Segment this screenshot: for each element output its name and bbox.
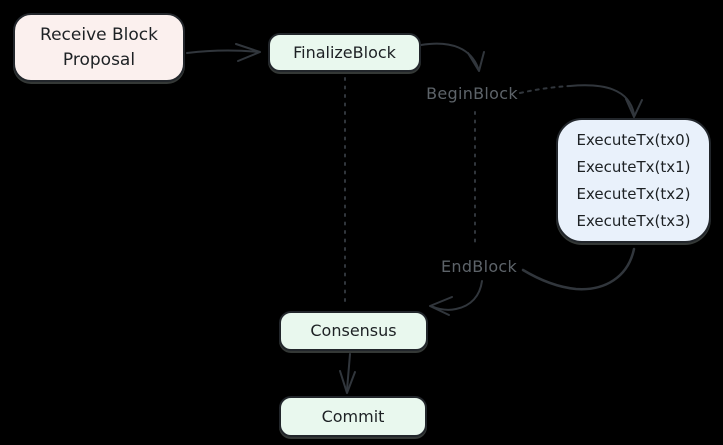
node-commit: Commit (279, 396, 427, 437)
node-label: Proposal (62, 49, 136, 70)
node-receive-block-proposal: Receive Block Proposal (13, 13, 185, 82)
arrow-endblock-to-consensus (430, 280, 483, 311)
node-consensus: Consensus (279, 311, 428, 351)
node-execute-txs: ExecuteTx(tx0) ExecuteTx(tx1) ExecuteTx(… (556, 118, 711, 243)
phase-label-end-block: EndBlock (441, 257, 518, 276)
node-label: Consensus (310, 321, 397, 341)
node-finalize-block: FinalizeBlock (268, 33, 421, 72)
phase-label-begin-block: BeginBlock (426, 84, 518, 103)
execute-tx-line: ExecuteTx(tx3) (576, 211, 691, 230)
execute-tx-line: ExecuteTx(tx1) (576, 157, 691, 176)
node-label: Receive Block (40, 24, 158, 45)
node-label: FinalizeBlock (293, 42, 396, 62)
arrow-beginblock-to-execute (569, 84, 635, 115)
arrowhead-finalize-to-beginblock-icon (467, 51, 485, 72)
arrowhead-endblock-to-consensus-icon (429, 296, 453, 316)
execute-tx-line: ExecuteTx(tx0) (576, 130, 691, 149)
arrow-finalize-to-beginblock (420, 42, 479, 69)
node-label: Commit (321, 406, 385, 426)
arrowhead-beginblock-to-execute-icon (625, 98, 643, 118)
dashed-lead-beginblock-to-execute (519, 85, 571, 94)
arrowhead-consensus-to-commit-icon (339, 370, 356, 394)
execute-tx-line: ExecuteTx(tx2) (576, 184, 691, 203)
curve-execute-to-endblock (521, 247, 636, 291)
arrowhead-receive-to-finalize-icon (235, 43, 261, 62)
arrow-consensus-to-commit (346, 353, 351, 391)
arrow-receive-to-finalize (186, 49, 260, 54)
